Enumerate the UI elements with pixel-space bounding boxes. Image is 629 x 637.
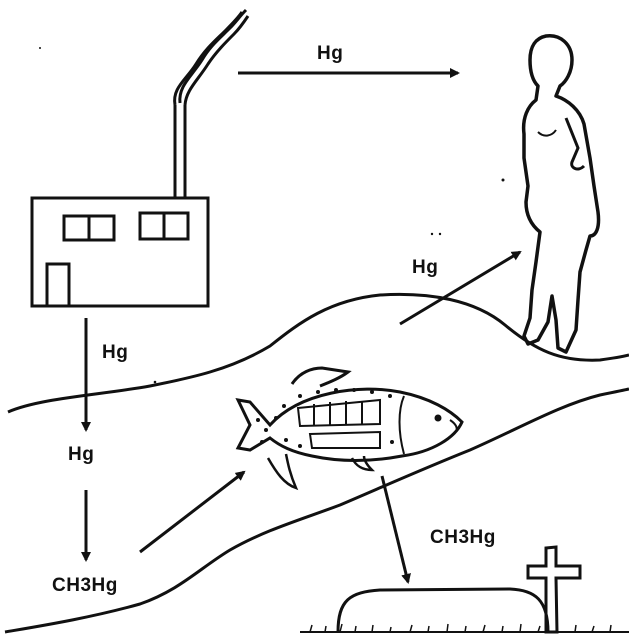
fish-spots [256, 388, 394, 448]
grass [310, 624, 611, 632]
label-ground-hg: Hg [412, 258, 438, 277]
grave-cross [528, 547, 580, 632]
label-water-hg: Hg [68, 445, 94, 464]
arrow-fish-to-grave [382, 476, 408, 582]
label-air-hg: Hg [317, 44, 343, 63]
grave-mound [338, 589, 548, 632]
fish [238, 368, 462, 488]
label-burial-ch3hg: CH3Hg [430, 528, 496, 547]
chimney [175, 10, 248, 198]
label-factory-discharge-hg: Hg [102, 343, 128, 362]
arrow-sediment-to-fish [140, 472, 244, 552]
human-arm [566, 118, 584, 169]
human-chest [538, 130, 556, 136]
human-figure [524, 36, 599, 352]
factory-door [47, 264, 69, 306]
factory [32, 198, 208, 306]
label-sediment-ch3hg: CH3Hg [52, 576, 118, 595]
